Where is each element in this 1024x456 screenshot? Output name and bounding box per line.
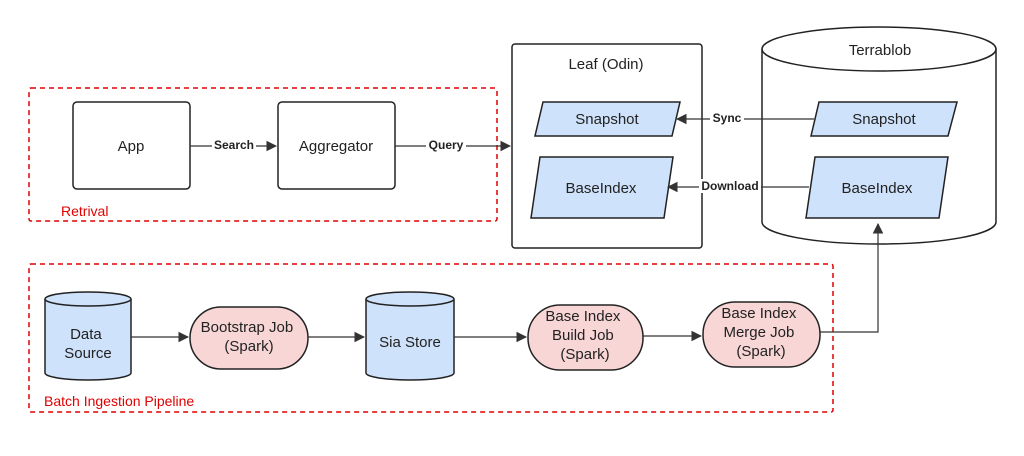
terrablob-snapshot-label: Snapshot (852, 111, 916, 128)
merge-job-node (702, 301, 821, 368)
terrablob-snapshot-node (810, 101, 958, 137)
data-source-label: Data Source (64, 326, 112, 362)
retrieval-group-label: Retrival (61, 203, 108, 219)
leaf-snapshot-node (534, 101, 681, 137)
bootstrap-job-node (189, 306, 309, 370)
leaf-snapshot-label: Snapshot (575, 111, 639, 128)
aggregator-label: Aggregator (299, 138, 373, 155)
edge-download-label: Download (701, 179, 758, 193)
app-label: App (118, 138, 145, 155)
edge-query-label: Query (429, 138, 464, 152)
edge-sync-label: Sync (713, 111, 742, 125)
leaf-baseindex-label: BaseIndex (566, 180, 637, 197)
terrablob-title: Terrablob (849, 42, 912, 59)
data-source-store (44, 291, 132, 381)
edge-merge-terrablob (820, 222, 884, 333)
batch-pipeline-group (28, 263, 834, 413)
bootstrap-job-label: Bootstrap Job (Spark) (201, 319, 298, 355)
build-job-label: Base Index Build Job (Spark) (545, 308, 624, 363)
build-job-node (527, 304, 644, 371)
batch-pipeline-group-label: Batch Ingestion Pipeline (44, 393, 194, 409)
leaf-baseindex-node (530, 156, 674, 219)
terrablob-baseindex-node (805, 156, 949, 219)
sia-store (365, 291, 455, 381)
terrablob-baseindex-label: BaseIndex (842, 180, 913, 197)
leaf-odin-title: Leaf (Odin) (568, 56, 643, 73)
retrieval-group (28, 87, 498, 222)
merge-job-label: Base Index Merge Job (Spark) (721, 305, 800, 360)
edge-search-label: Search (214, 138, 254, 152)
sia-store-label: Sia Store (379, 334, 441, 351)
